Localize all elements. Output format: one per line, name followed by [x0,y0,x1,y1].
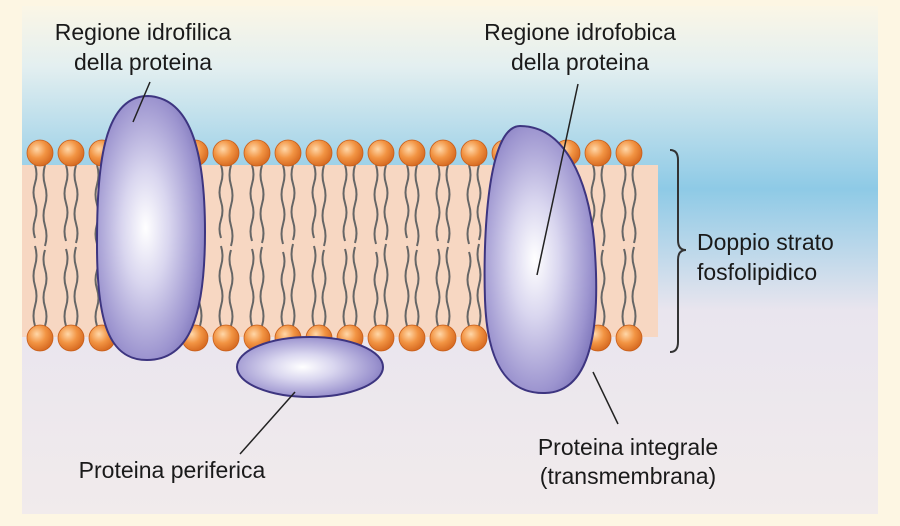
phospholipid-head [244,140,270,166]
phospholipid-head [461,140,487,166]
phospholipid-head [399,325,425,351]
label-bilayer-1: Doppio strato [697,229,834,255]
label-integral-2: (transmembrana) [540,463,716,489]
phospholipid-head [430,325,456,351]
label-hydrophobic-1: Regione idrofobica [484,19,676,45]
phospholipid-head [275,140,301,166]
phospholipid-head [27,325,53,351]
label-integral-1: Proteina integrale [538,434,718,460]
phospholipid-head [399,140,425,166]
peripheral-protein [237,337,383,397]
label-peripheral: Proteina periferica [79,457,266,483]
phospholipid-head [213,140,239,166]
phospholipid-head [616,140,642,166]
phospholipid-head [585,140,611,166]
phospholipid-head [430,140,456,166]
phospholipid-head [58,140,84,166]
phospholipid-head [461,325,487,351]
phospholipid-head [616,325,642,351]
phospholipid-head [58,325,84,351]
hydrophilic-protein [97,96,205,360]
phospholipid-head [306,140,332,166]
phospholipid-head [368,325,394,351]
label-hydrophobic-2: della proteina [511,49,649,75]
phospholipid-head [337,140,363,166]
label-bilayer-2: fosfolipidico [697,259,817,285]
phospholipid-head [368,140,394,166]
label-hydrophilic-1: Regione idrofilica [55,19,232,45]
phospholipid-head [213,325,239,351]
label-hydrophilic-2: della proteina [74,49,212,75]
phospholipid-head [27,140,53,166]
